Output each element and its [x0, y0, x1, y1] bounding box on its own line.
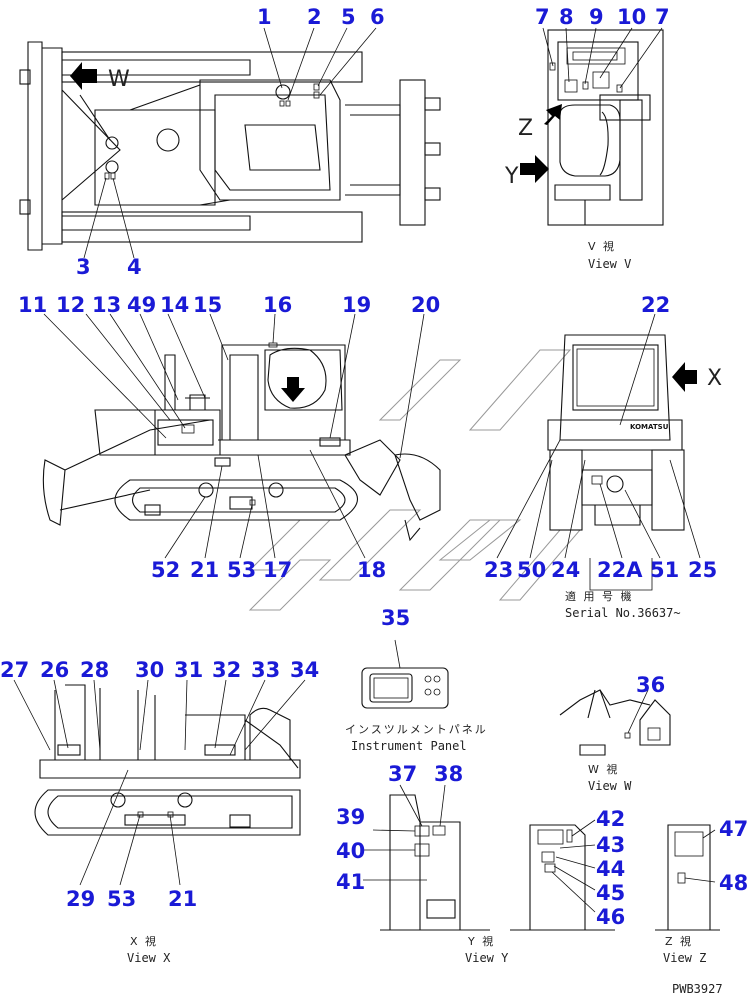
callout-numbers: 1 2 5 6 3 4 7 8 9 10 7 11 12 13 49 14 15…: [0, 5, 748, 929]
view-y-letter: Y: [504, 164, 519, 189]
callout-48: 48: [719, 871, 748, 895]
callout-49: 49: [127, 293, 156, 317]
callout-37: 37: [388, 762, 417, 786]
callout-42: 42: [596, 807, 625, 831]
callout-52: 52: [151, 558, 180, 582]
panel-jp-caption: インスツルメントパネル: [345, 723, 488, 736]
callout-12: 12: [56, 293, 85, 317]
view-v-jp-caption: V 視: [588, 239, 616, 253]
callout-4: 4: [127, 255, 142, 279]
callout-11: 11: [18, 293, 47, 317]
view-w-jp-caption: W 視: [588, 762, 619, 776]
callout-41: 41: [336, 870, 365, 894]
callout-32: 32: [212, 658, 241, 682]
callout-20: 20: [411, 293, 440, 317]
view-x-en-caption: View X: [127, 951, 171, 965]
callout-53-x: 53: [107, 887, 136, 911]
callout-44: 44: [596, 857, 625, 881]
view-y-en-caption: View Y: [465, 951, 509, 965]
callout-7-left: 7: [535, 5, 550, 29]
callout-1: 1: [257, 5, 272, 29]
callout-10: 10: [617, 5, 646, 29]
view-v-diagram: Z Y: [504, 27, 664, 226]
view-x-jp-caption: X 視: [130, 934, 158, 948]
serial-jp-caption: 適 用 号 機: [565, 589, 634, 603]
front-view-diagram: KOMATSU X: [496, 313, 722, 591]
callout-31: 31: [174, 658, 203, 682]
callout-21-side: 21: [190, 558, 219, 582]
callout-22A: 22A: [597, 558, 643, 582]
callout-38: 38: [434, 762, 463, 786]
view-w-en-caption: View W: [588, 779, 632, 793]
callout-33: 33: [251, 658, 280, 682]
callout-7-right: 7: [655, 5, 670, 29]
callout-6: 6: [370, 5, 385, 29]
callout-8: 8: [559, 5, 574, 29]
callout-18: 18: [357, 558, 386, 582]
drawing-code: PWB3927: [672, 982, 723, 996]
view-x-diagram: [13, 679, 306, 886]
callout-23: 23: [484, 558, 513, 582]
callout-5: 5: [341, 5, 356, 29]
callout-39: 39: [336, 805, 365, 829]
view-w-diagram: [559, 689, 671, 756]
panel-en-caption: Instrument Panel: [351, 739, 467, 753]
callout-22: 22: [641, 293, 670, 317]
callout-47: 47: [719, 817, 748, 841]
view-y-diagram: [363, 784, 615, 931]
view-z-letter: Z: [518, 116, 533, 141]
top-plan-view: W: [19, 27, 441, 259]
brand-label: KOMATSU: [630, 423, 669, 431]
callout-26: 26: [40, 658, 69, 682]
instrument-panel-diagram: [361, 639, 449, 709]
callout-46: 46: [596, 905, 625, 929]
side-view-diagram: [42, 313, 441, 559]
callout-50: 50: [517, 558, 546, 582]
callout-29: 29: [66, 887, 95, 911]
callout-30: 30: [135, 658, 164, 682]
callout-40: 40: [336, 839, 365, 863]
view-w-letter: W: [108, 67, 130, 92]
callout-43: 43: [596, 833, 625, 857]
callout-34: 34: [290, 658, 319, 682]
callout-9: 9: [589, 5, 604, 29]
view-z-en-caption: View Z: [663, 951, 706, 965]
callout-25: 25: [688, 558, 717, 582]
callout-17: 17: [263, 558, 292, 582]
callout-16: 16: [263, 293, 292, 317]
callout-3: 3: [76, 255, 91, 279]
callout-2: 2: [307, 5, 322, 29]
callout-14: 14: [160, 293, 189, 317]
callout-21-x: 21: [168, 887, 197, 911]
callout-28: 28: [80, 658, 109, 682]
callout-53-side: 53: [227, 558, 256, 582]
callout-36: 36: [636, 673, 665, 697]
serial-en-caption: Serial No.36637~: [565, 606, 681, 620]
view-x-letter: X: [707, 366, 722, 391]
callout-51: 51: [650, 558, 679, 582]
callout-13: 13: [92, 293, 121, 317]
view-z-jp-caption: Z 視: [665, 934, 693, 948]
callout-24: 24: [551, 558, 580, 582]
callout-35: 35: [381, 606, 410, 630]
view-y-jp-caption: Y 視: [467, 934, 495, 948]
callout-45: 45: [596, 881, 625, 905]
view-z-diagram: [655, 824, 720, 931]
view-v-en-caption: View V: [588, 257, 631, 271]
callout-15: 15: [193, 293, 222, 317]
callout-19: 19: [342, 293, 371, 317]
callout-27: 27: [0, 658, 29, 682]
